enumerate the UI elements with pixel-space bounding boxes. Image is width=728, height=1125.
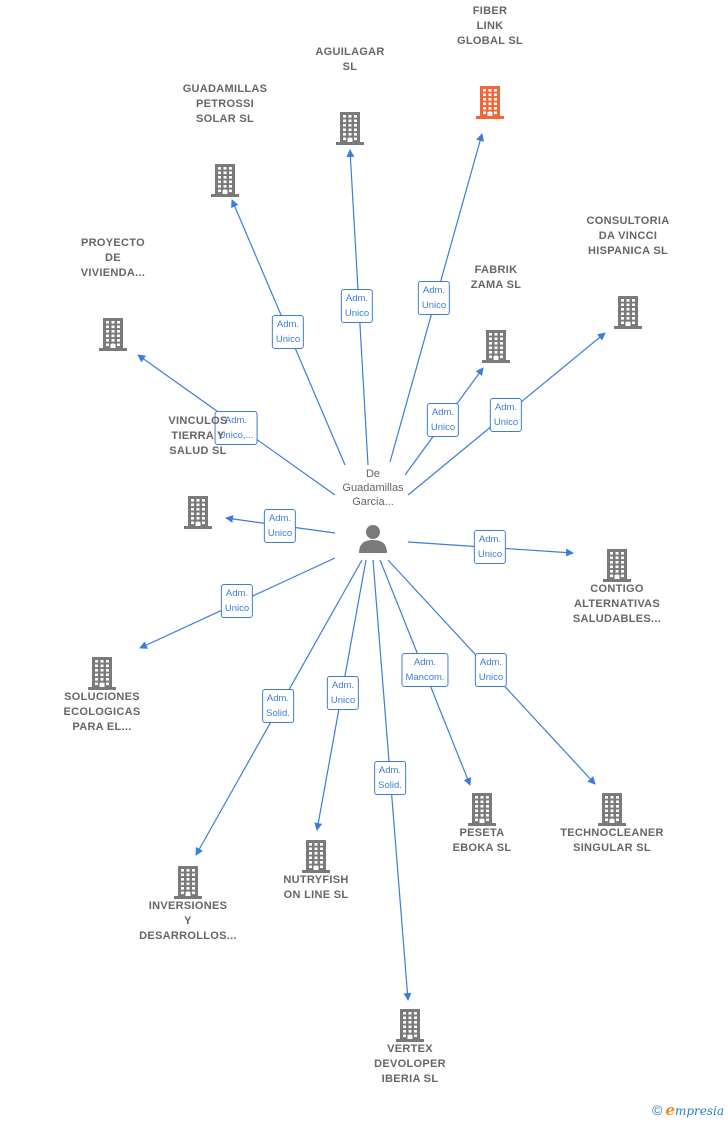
company-name[interactable]: GUADAMILLAS PETROSSI SOLAR SL: [182, 83, 268, 125]
role-label-fabrik-zama: Adm. Unico: [426, 403, 460, 437]
brand-name: mpresia: [674, 1104, 724, 1118]
building-icon[interactable]: [596, 792, 628, 826]
role-label-proyecto-de-vivienda: Adm. Unico,...: [214, 411, 258, 445]
role-label-fiber-link-global: Adm. Unico: [417, 281, 451, 315]
building-icon[interactable]: [172, 865, 204, 899]
company-name[interactable]: CONTIGO ALTERNATIVAS SALUDABLES...: [572, 583, 662, 625]
role-label-aguilagar: Adm. Unico: [340, 289, 374, 323]
building-icon[interactable]: [466, 792, 498, 826]
role-label-soluciones-ecologicas: Adm. Unico: [220, 584, 254, 618]
building-icon[interactable]: [86, 656, 118, 690]
person-name[interactable]: De Guadamillas Garcia...: [342, 468, 404, 508]
building-icon[interactable]: [334, 111, 366, 145]
role-label-peseta-eboka: Adm. Mancom.: [401, 653, 449, 687]
building-icon[interactable]: [97, 317, 129, 351]
role-label-contigo-alternativas: Adm. Unico: [473, 530, 507, 564]
company-name[interactable]: NUTRYFISH ON LINE SL: [283, 874, 349, 901]
building-icon[interactable]: [612, 295, 644, 329]
company-name[interactable]: VINCULOS TIERRA Y SALUD SL: [168, 415, 228, 457]
brand-logo-letter: e: [665, 1101, 675, 1119]
role-label-consultoria-da-vincci: Adm. Unico: [489, 398, 523, 432]
footer-brand[interactable]: ©empresia: [652, 1101, 724, 1119]
role-label-vertex-devoloper-iberia: Adm. Solid.: [374, 761, 406, 795]
role-label-inversiones-y-desarrollos: Adm. Solid.: [262, 689, 294, 723]
building-icon[interactable]: [300, 839, 332, 873]
role-label-technocleaner-singular: Adm. Unico: [474, 653, 508, 687]
building-icon[interactable]: [394, 1008, 426, 1042]
role-label-vinculos-tierra-y-salud: Adm. Unico: [263, 509, 297, 543]
company-name[interactable]: AGUILAGAR SL: [315, 46, 385, 73]
company-name[interactable]: INVERSIONES Y DESARROLLOS...: [139, 900, 237, 942]
company-name[interactable]: PROYECTO DE VIVIENDA...: [80, 237, 146, 279]
company-name[interactable]: TECHNOCLEANER SINGULAR SL: [560, 827, 664, 854]
building-icon[interactable]: [474, 85, 506, 119]
building-icon[interactable]: [209, 163, 241, 197]
person-node[interactable]: [357, 524, 389, 559]
role-label-guadamillas-petrossi: Adm. Unico: [271, 315, 305, 349]
company-name[interactable]: VERTEX DEVOLOPER IBERIA SL: [374, 1043, 446, 1085]
building-icon[interactable]: [182, 495, 214, 529]
building-icon[interactable]: [480, 329, 512, 363]
company-name[interactable]: FIBER LINK GLOBAL SL: [456, 5, 524, 47]
copyright-icon: ©: [652, 1102, 663, 1118]
company-name[interactable]: FABRIK ZAMA SL: [470, 264, 522, 291]
company-name[interactable]: PESETA EBOKA SL: [452, 827, 512, 854]
company-name[interactable]: CONSULTORIA DA VINCCI HISPANICA SL: [586, 215, 670, 257]
person-icon[interactable]: [357, 524, 389, 554]
company-name[interactable]: SOLUCIONES ECOLOGICAS PARA EL...: [63, 691, 141, 733]
building-icon[interactable]: [601, 548, 633, 582]
role-label-nutryfish-on-line: Adm. Unico: [326, 676, 360, 710]
